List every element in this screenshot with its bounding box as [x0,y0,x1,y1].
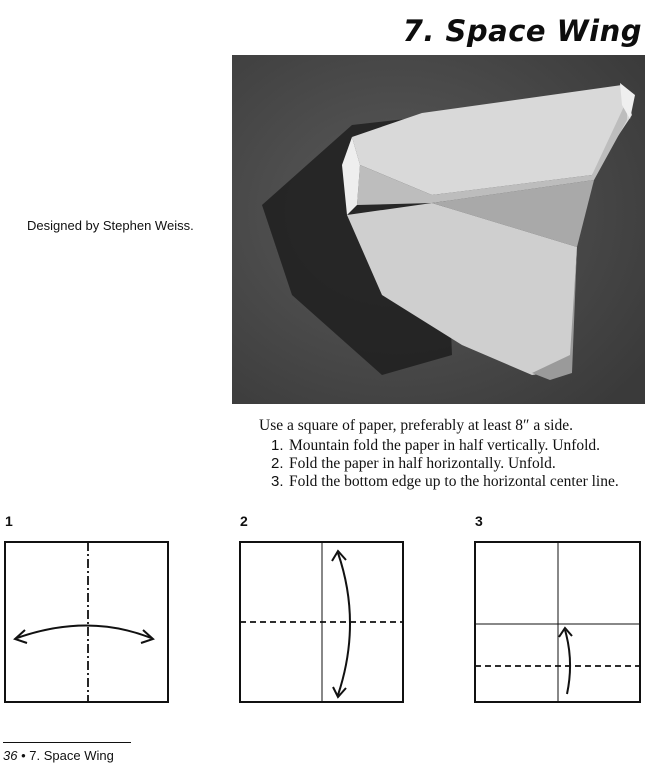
diagram-1-graphic [4,541,169,703]
fold-arrow [337,552,351,696]
step-number: 1. [271,437,284,454]
instructions-intro: Use a square of paper, preferably at lea… [259,417,573,434]
designer-credit: Designed by Stephen Weiss. [27,218,194,233]
airplane-photo-graphic [232,55,645,404]
diagram-label: 1 [5,513,13,529]
page-title: 7. Space Wing [402,14,642,48]
page-footer: 36 • 7. Space Wing [3,748,114,763]
step-text: Fold the paper in half horizontally. Unf… [289,455,556,472]
arrow-head-icon [331,549,347,562]
arrow-head-icon [13,629,28,644]
airplane-photo [232,55,645,404]
fold-arrow [564,629,572,695]
diagram-2-graphic [239,541,404,703]
arrow-head-icon [558,626,573,638]
diagram-label: 2 [240,513,248,529]
step-3: 3. Fold the bottom edge up to the horizo… [259,473,649,491]
arrow-head-icon [332,686,347,699]
footer-separator: • [21,748,26,763]
footer-section: 7. Space Wing [29,748,114,763]
footer-rule [3,742,131,743]
diagram-step-3: 3 [474,513,645,713]
step-2: 2. Fold the paper in half horizontally. … [259,455,649,473]
step-number: 2. [271,455,284,472]
step-1: 1. Mountain fold the paper in half verti… [259,437,649,455]
page-number: 36 [3,748,18,763]
diagram-3-graphic [474,541,641,703]
diagram-label: 3 [475,513,483,529]
diagram-step-1: 1 [4,513,175,713]
step-number: 3. [271,473,284,490]
diagram-step-2: 2 [239,513,410,713]
arrow-head-icon [140,629,155,644]
fold-arrow [16,624,152,639]
step-text: Mountain fold the paper in half vertical… [289,437,601,454]
step-text: Fold the bottom edge up to the horizonta… [289,473,619,490]
instructions: Use a square of paper, preferably at lea… [259,417,649,491]
